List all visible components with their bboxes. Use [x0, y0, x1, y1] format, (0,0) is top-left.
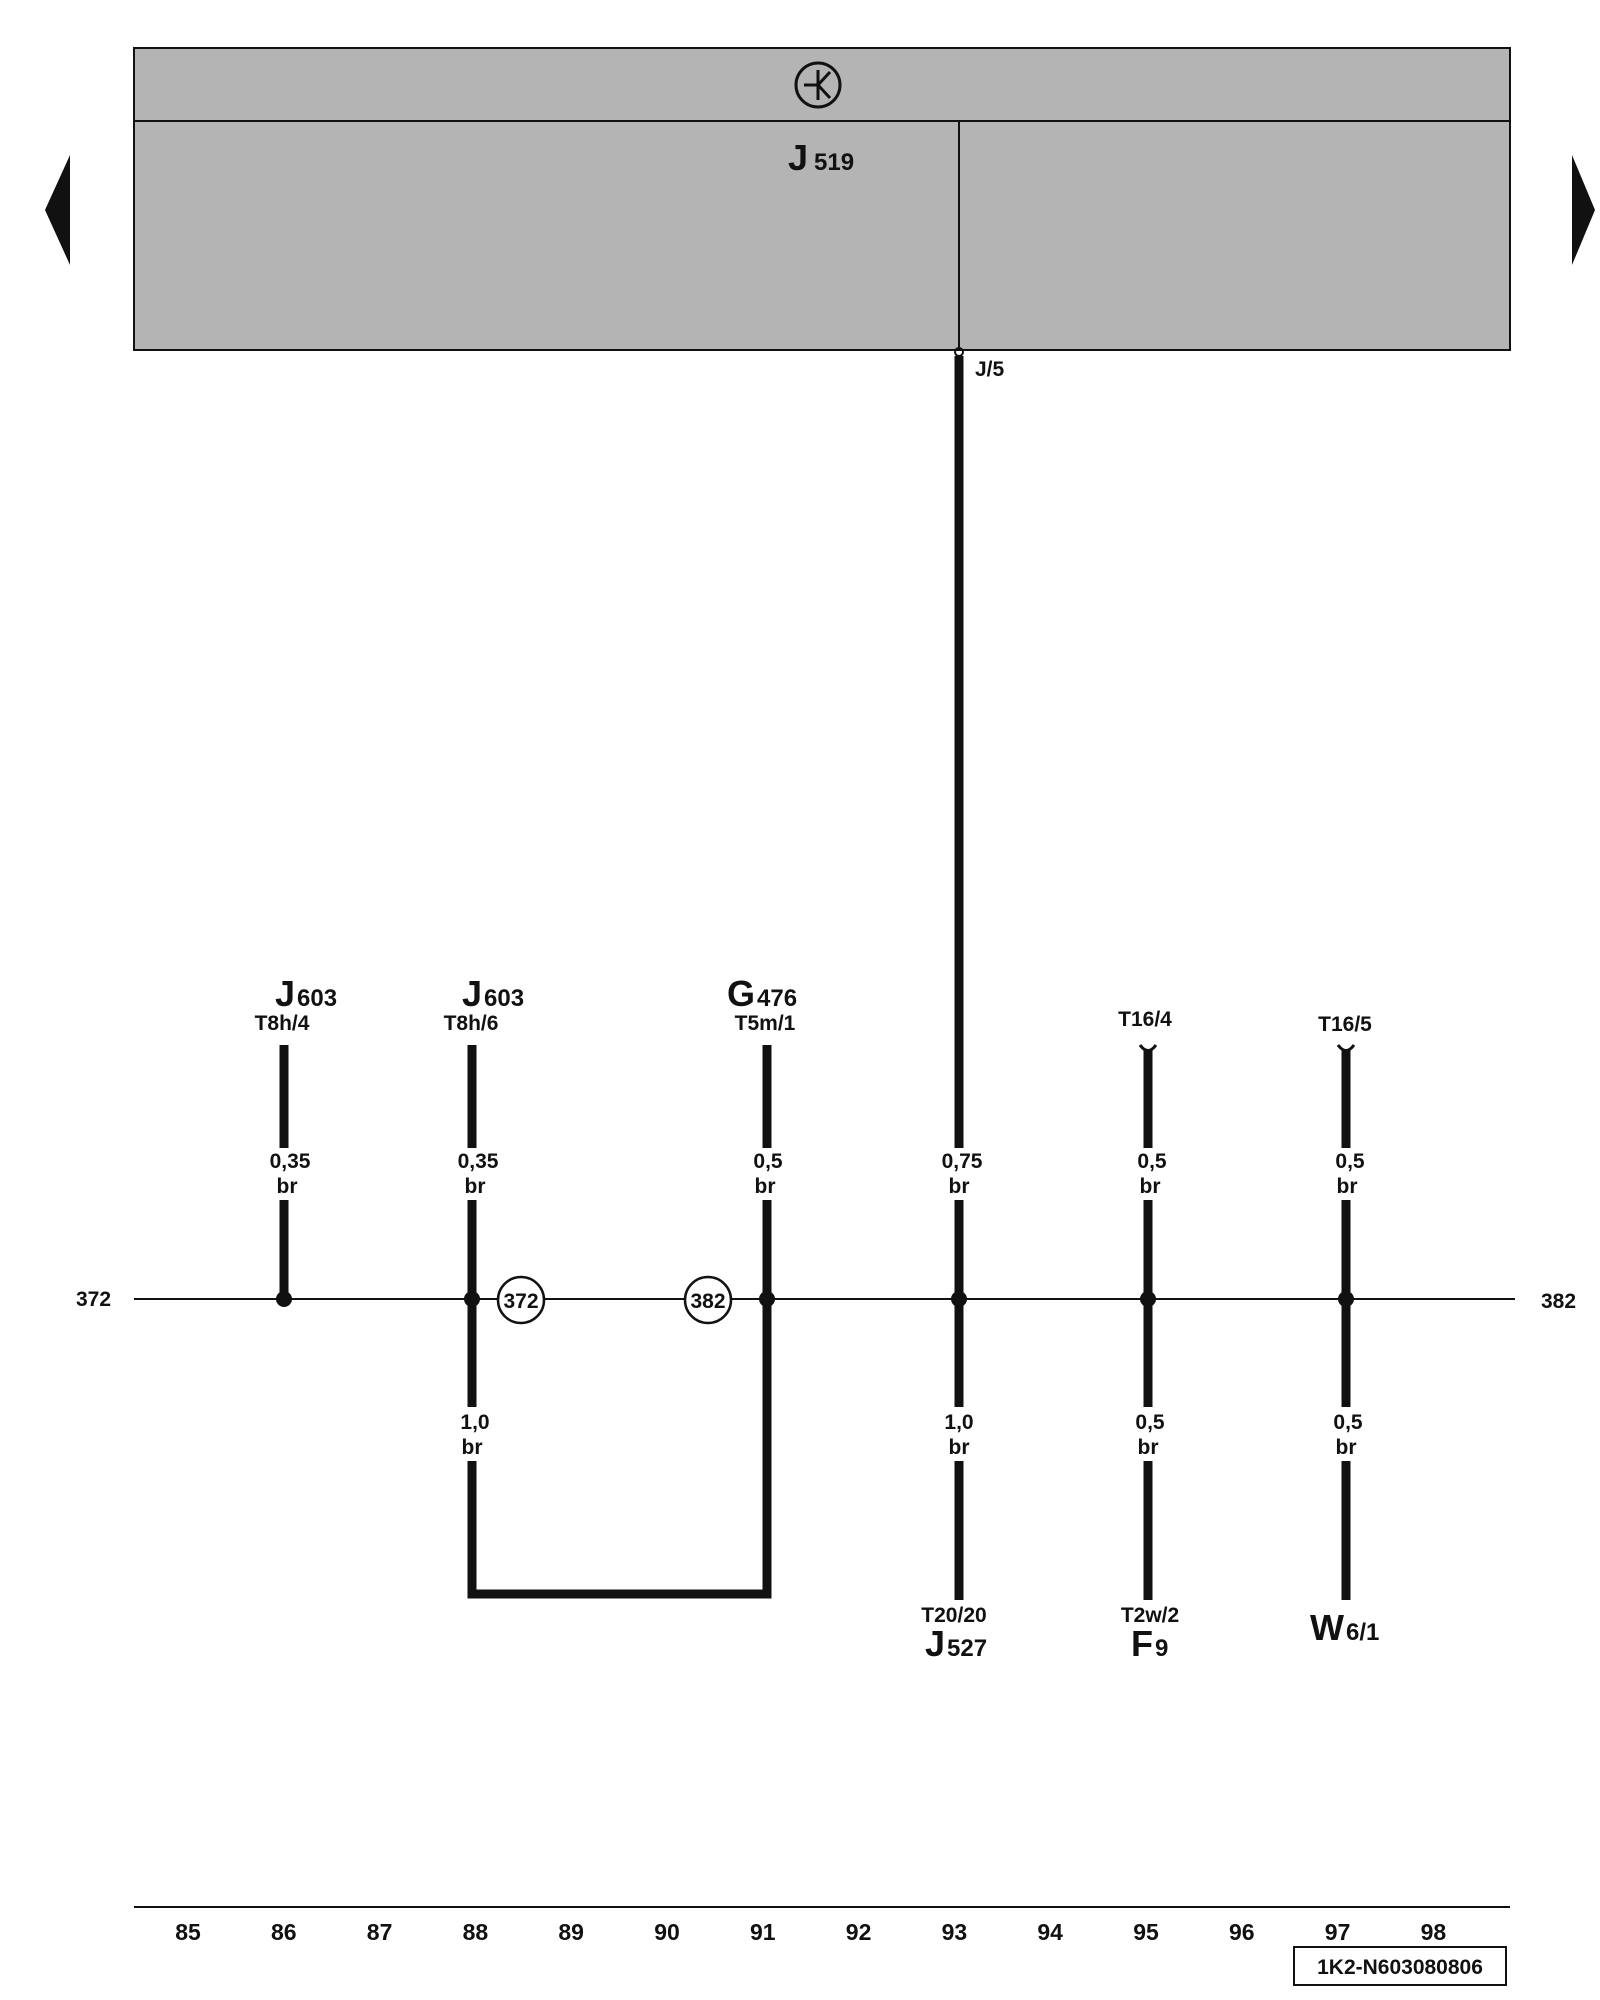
grid-number: 94	[1037, 1919, 1063, 1945]
grid-number: 93	[942, 1919, 968, 1945]
control-unit-panel	[133, 47, 1511, 351]
ref-circle-382: 382	[683, 1275, 733, 1325]
wire-size: 0,5	[1335, 1150, 1365, 1173]
connector-fork-icon	[1336, 1044, 1356, 1052]
wire-size: 0,5	[1333, 1411, 1363, 1434]
wire-color: br	[1138, 1436, 1159, 1459]
component-label: J603	[275, 973, 337, 1014]
grid-number: 97	[1325, 1919, 1351, 1945]
wire-j603-t8h6: J603 T8h/6 0,35 br 1,0 br	[444, 973, 772, 1599]
wire-j603-t8h4: J603 T8h/4 0,35 br	[255, 973, 337, 1307]
grid-number: 86	[271, 1919, 297, 1945]
grid-numbers: 85 86 87 88 89 90 91 92 93 94 95 96 97 98	[175, 1919, 1446, 1945]
grid-number: 85	[175, 1919, 201, 1945]
wire-size: 1,0	[944, 1411, 973, 1434]
wire-size: 1,0	[460, 1411, 489, 1434]
component-label: G476	[727, 973, 797, 1014]
wire-color: br	[1140, 1175, 1161, 1198]
grid-number: 98	[1421, 1919, 1447, 1945]
component-label: F9	[1131, 1623, 1168, 1664]
wire-color: br	[277, 1175, 298, 1198]
component-label: W6/1	[1310, 1607, 1379, 1648]
wire-color: br	[465, 1175, 486, 1198]
pin-label: T5m/1	[735, 1012, 796, 1035]
junction-dot	[1338, 1291, 1354, 1307]
wire-j519-j527: 0,75 br 1,0 br T20/20 J527	[921, 347, 987, 1664]
diagram-code: 1K2-N603080806	[1317, 1956, 1483, 1979]
junction-dot	[759, 1291, 775, 1307]
bus-ref-right: 382	[1541, 1290, 1576, 1313]
grid-number: 90	[654, 1919, 680, 1945]
wire-size: 0,75	[942, 1150, 983, 1173]
ref-circle-372: 372	[496, 1275, 546, 1325]
pin-label: T8h/4	[255, 1012, 310, 1035]
junction-dot	[276, 1291, 292, 1307]
ground-symbol-icon	[794, 61, 842, 109]
grid-number: 96	[1229, 1919, 1255, 1945]
junction-dot	[951, 1291, 967, 1307]
svg-text:372: 372	[503, 1290, 538, 1313]
component-label: J603	[462, 973, 524, 1014]
pin-label: T8h/6	[444, 1012, 499, 1035]
next-page-arrow-icon[interactable]	[1572, 155, 1595, 265]
grid-number: 87	[367, 1919, 393, 1945]
wire-color: br	[1337, 1175, 1358, 1198]
pin-label: T16/4	[1118, 1008, 1172, 1031]
junction-dot	[464, 1291, 480, 1307]
wire-color: br	[949, 1436, 970, 1459]
bus-ref-left: 372	[76, 1288, 111, 1311]
component-label: J527	[925, 1623, 987, 1664]
grid-number: 88	[463, 1919, 489, 1945]
wire-size: 0,5	[1137, 1150, 1167, 1173]
grid-number: 91	[750, 1919, 776, 1945]
diagram-code-box: 1K2-N603080806	[1293, 1946, 1507, 1986]
grid-number: 95	[1133, 1919, 1159, 1945]
wire-g476-t5m1: G476 T5m/1 0,5 br	[727, 973, 797, 1461]
wire-size: 0,35	[270, 1150, 311, 1173]
wire-color: br	[1336, 1436, 1357, 1459]
grid-number: 92	[846, 1919, 872, 1945]
wire-size: 0,5	[1135, 1411, 1165, 1434]
wire-color: br	[949, 1175, 970, 1198]
wire-t165-w6: T16/5 0,5 br 0,5 br W6/1	[1310, 1013, 1379, 1648]
wire-color: br	[755, 1175, 776, 1198]
wire-color: br	[462, 1436, 483, 1459]
wire-size: 0,5	[753, 1150, 783, 1173]
pin-label: T20/20	[921, 1604, 986, 1627]
prev-page-arrow-icon[interactable]	[45, 155, 70, 265]
pin-label: T16/5	[1318, 1013, 1372, 1036]
svg-text:382: 382	[690, 1290, 725, 1313]
wire-t164-f9: T16/4 0,5 br 0,5 br T2w/2 F9	[1118, 1008, 1179, 1664]
junction-dot	[1140, 1291, 1156, 1307]
grid-number: 89	[558, 1919, 584, 1945]
wire-size: 0,35	[458, 1150, 499, 1173]
connector-fork-icon	[1138, 1044, 1158, 1052]
pin-label: T2w/2	[1121, 1604, 1179, 1627]
control-unit-pin: J/5	[975, 358, 1005, 381]
